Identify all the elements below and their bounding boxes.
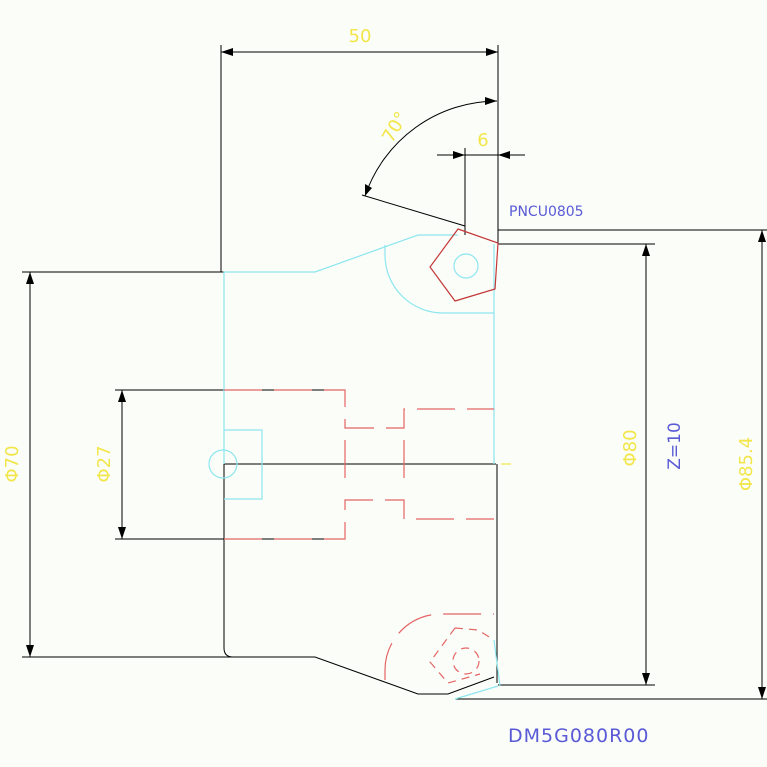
hidden-bore-bottom: [224, 499, 494, 540]
dim-text-width: 50: [349, 26, 372, 47]
dimension-lines: [22, 45, 767, 700]
keyway: [224, 429, 263, 500]
hidden-insert-screw: [452, 647, 480, 675]
insert-code-label: PNCU0805: [509, 204, 584, 220]
hidden-insert: [429, 627, 481, 684]
angle-leg: [361, 194, 466, 227]
hidden-chip-pocket: [384, 613, 494, 680]
tool-body-outline: [208, 234, 501, 700]
teeth-count-label: Z=10: [665, 422, 685, 470]
hidden-bore-top: [224, 389, 494, 429]
dim-text-angle: 70°: [378, 108, 412, 146]
body-lower-edge-right: [493, 639, 501, 687]
body-lower-tip: [454, 685, 499, 700]
tool-code-label: DM5G080R00: [508, 725, 649, 747]
dim-text-d85: Φ85.4: [736, 437, 757, 491]
dim-text-d27: Φ27: [94, 445, 115, 482]
body-upper-outline: [223, 234, 458, 464]
hidden-bore-lines: [224, 389, 495, 684]
insert-pentagon: [429, 228, 499, 302]
body-lower-outline: [223, 464, 495, 695]
dimension-texts: 50 6 70° Φ70 Φ27 Φ80 Φ85.4: [2, 26, 757, 491]
chip-pocket-top: [384, 245, 494, 314]
dim-text-offset: 6: [477, 130, 488, 151]
dim-text-d80: Φ80: [620, 429, 641, 466]
hidden-insert-edge: [454, 627, 495, 641]
angle-arc: [364, 100, 498, 197]
insert-screw-top: [453, 253, 479, 279]
arrowheads: [26, 48, 766, 699]
centre-circle: [208, 449, 238, 479]
dim-text-d70: Φ70: [2, 445, 23, 482]
